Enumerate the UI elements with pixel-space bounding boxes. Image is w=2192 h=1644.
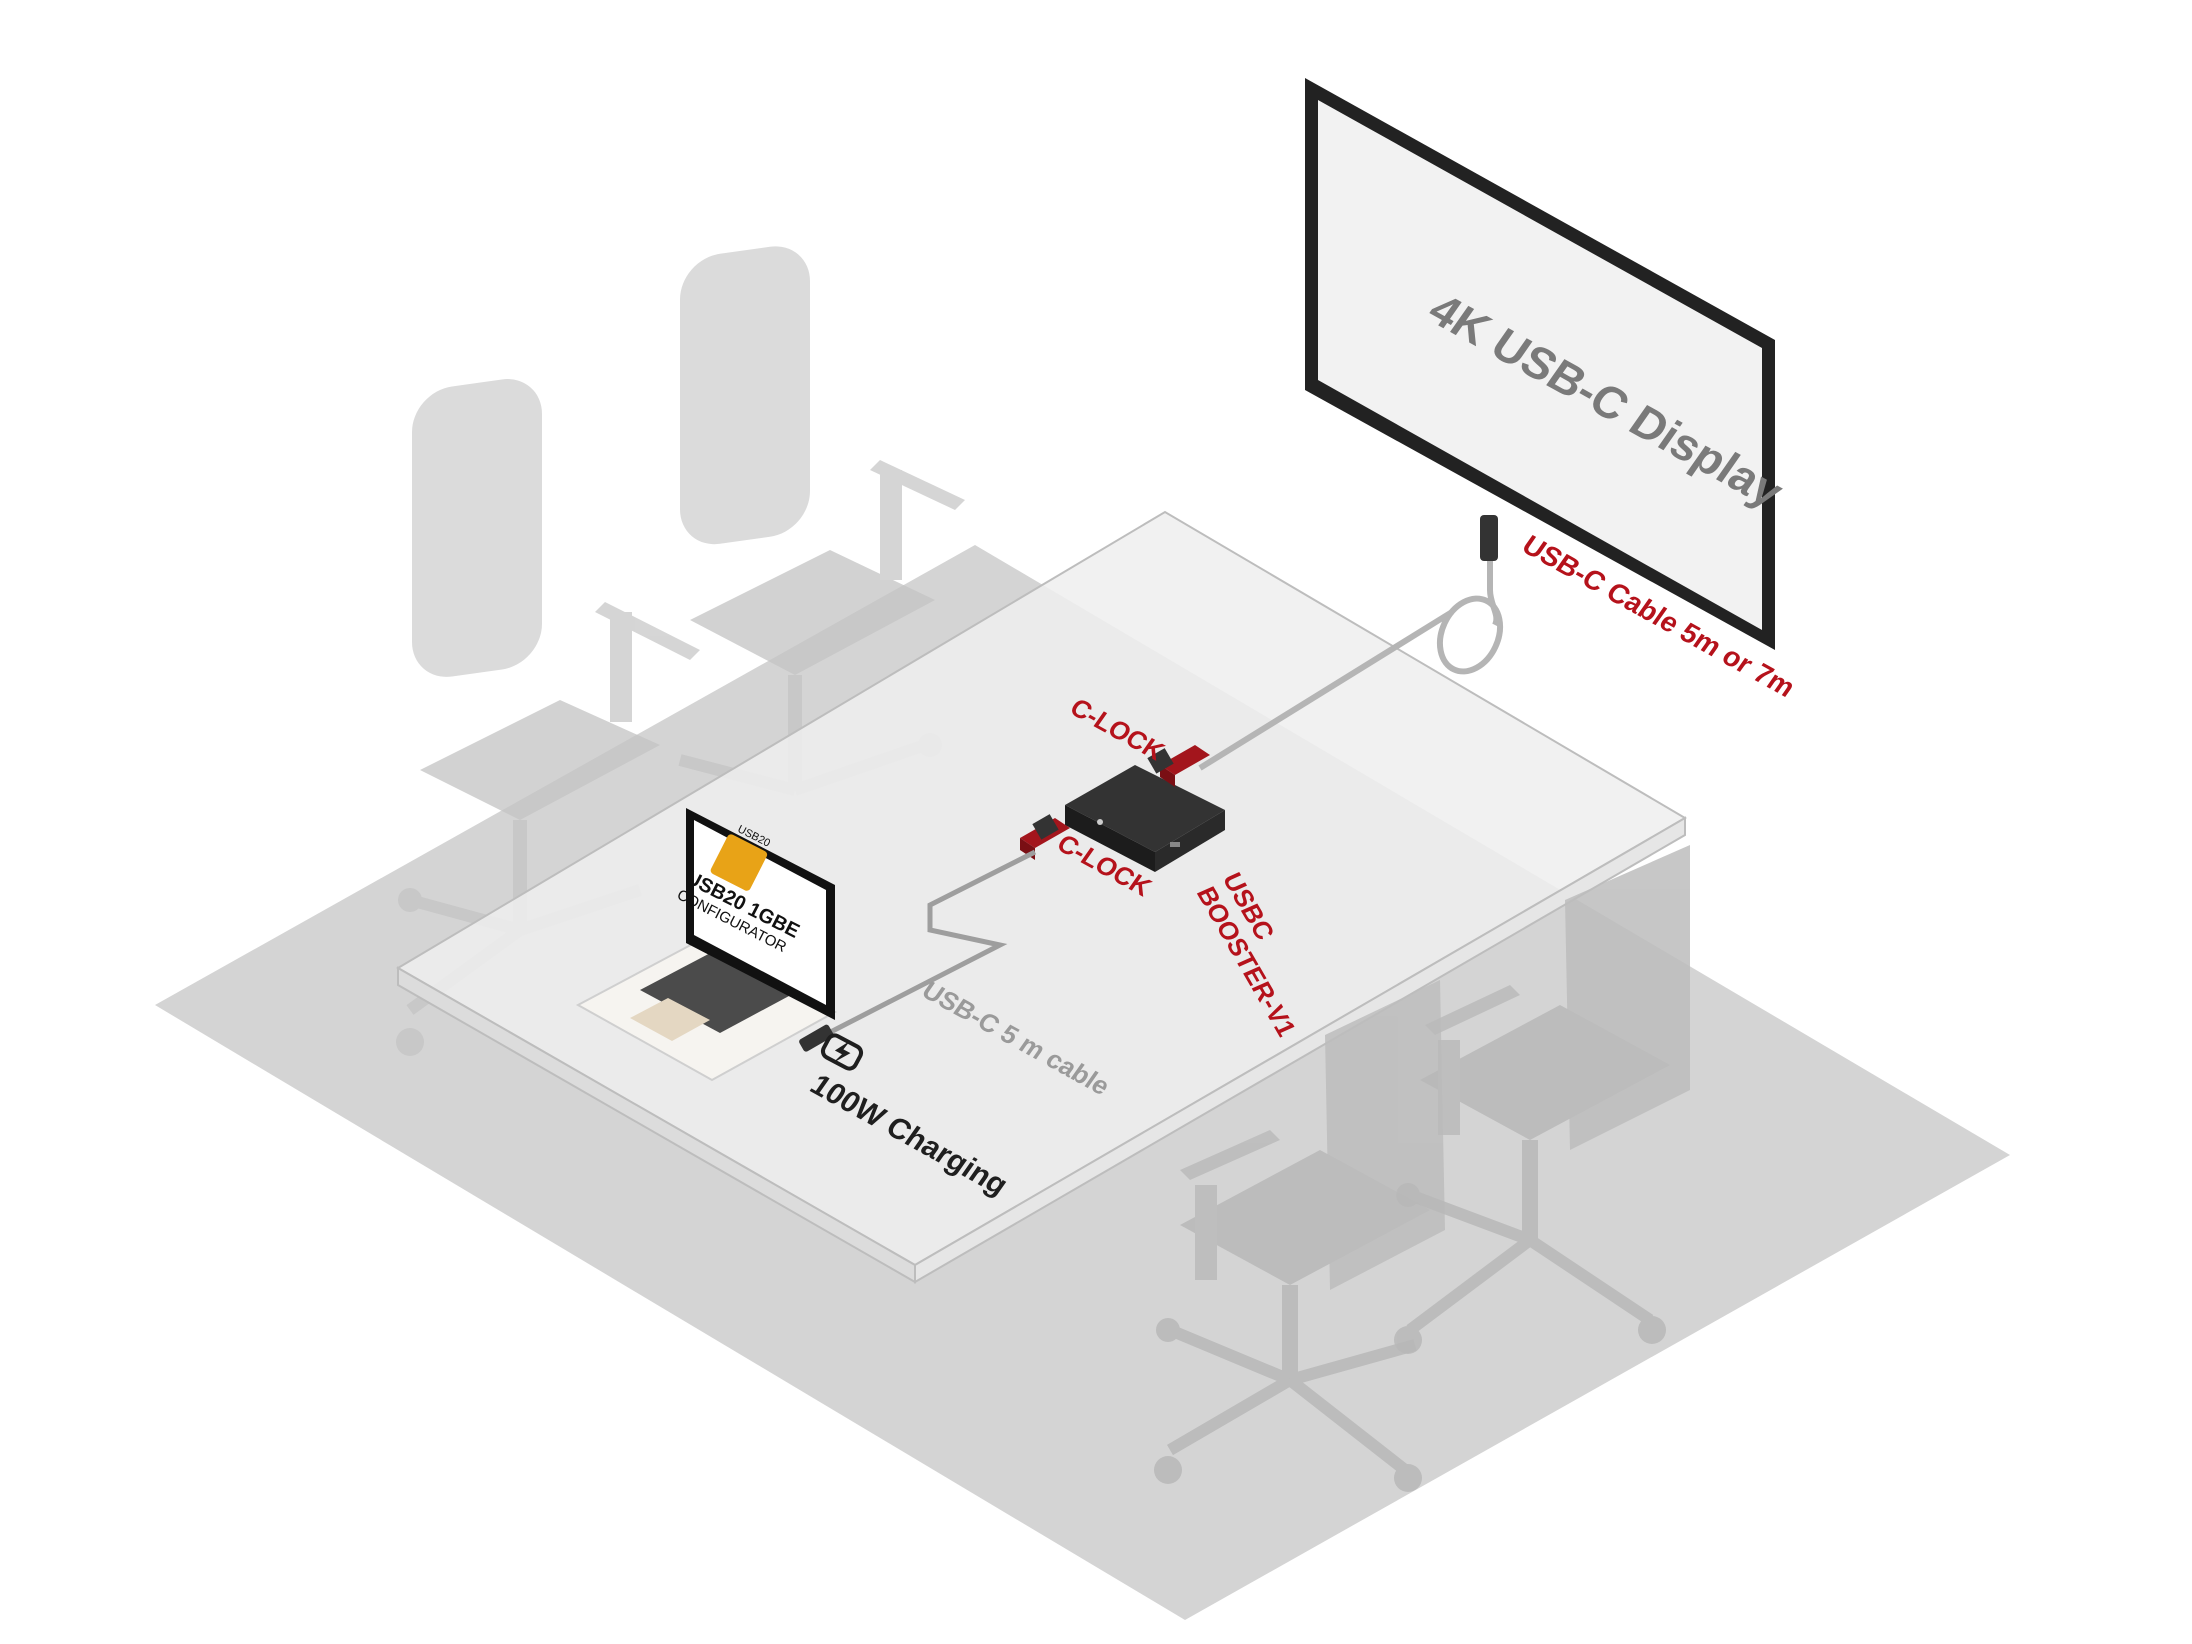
laptop-trackpad	[630, 998, 710, 1041]
display: 4K USB-C Display	[1305, 78, 1794, 650]
laptop-cable-plug	[799, 1024, 834, 1052]
cable-coil	[1436, 595, 1504, 675]
laptop-cable	[813, 849, 1037, 1043]
display-cable-plug	[1480, 515, 1498, 561]
display-cable	[1198, 515, 1504, 771]
laptop: USB20 USB20 1GBE CONFIGURATOR	[575, 808, 838, 1082]
chair-front-left	[1154, 980, 1445, 1492]
usb20-logo-icon	[710, 834, 768, 891]
chair-front-right	[1394, 845, 1690, 1354]
table-edge-right	[914, 816, 1686, 1284]
display-screen	[1318, 100, 1762, 630]
usbc-booster	[1065, 765, 1225, 872]
c-lock-adapter-top	[1147, 745, 1210, 787]
charging-bolt-icon	[820, 1033, 864, 1071]
